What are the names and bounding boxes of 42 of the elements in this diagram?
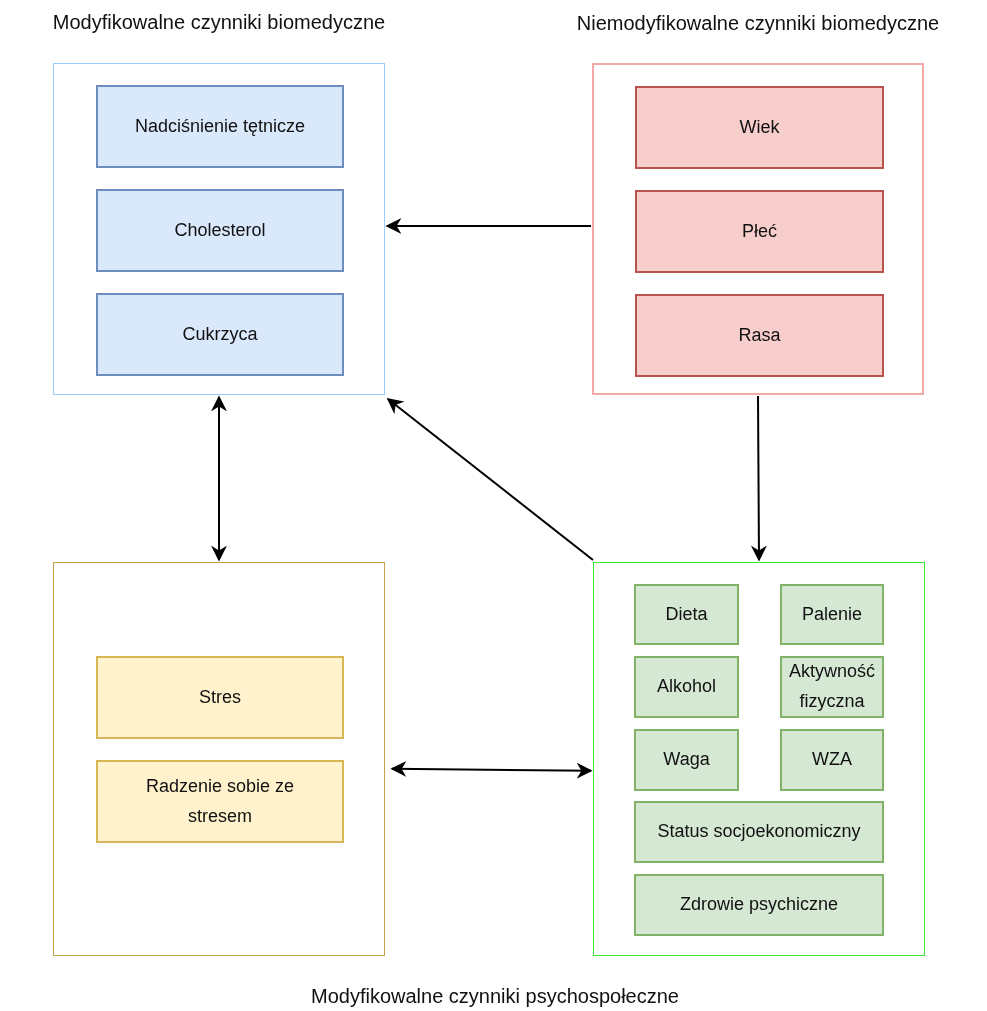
group-heading: Modyfikowalne czynniki biomedyczne: [52, 10, 386, 35]
factor-box: [96, 189, 344, 272]
factor-label: Rasa: [738, 323, 781, 347]
arrow: [750, 395, 767, 562]
factor-label: WZA: [812, 748, 852, 772]
factor-box: [635, 86, 884, 169]
factor-label: Dieta: [665, 602, 708, 626]
factor-label: Waga: [663, 748, 710, 772]
arrow: [385, 218, 592, 234]
factor-label: Wiek: [739, 115, 780, 139]
factor-box: [634, 729, 739, 791]
factor-label: Status socjoekonomiczny: [657, 820, 861, 844]
factor-box: [635, 294, 884, 377]
factor-label: Alkohol: [656, 675, 716, 699]
factor-box: [634, 584, 739, 645]
factor-box: [96, 656, 344, 739]
factor-label: Cholesterol: [174, 218, 266, 242]
factor-label: Cukrzyca: [182, 322, 258, 346]
factor-box: [634, 874, 884, 936]
factor-box: [780, 584, 884, 645]
factor-box: [96, 85, 344, 168]
factor-label: Nadciśnienie tętnicze: [134, 114, 306, 138]
factor-label: Płeć: [742, 219, 777, 243]
group-box: [53, 562, 385, 956]
factor-box: [96, 760, 344, 843]
arrow: [390, 761, 593, 779]
factor-label: Stres: [199, 685, 241, 709]
factor-label: Palenie: [801, 602, 862, 626]
arrow: [386, 398, 594, 561]
factor-label: Zdrowie psychiczne: [679, 893, 839, 917]
group-heading: Modyfikowalne czynniki psychospołeczne: [311, 985, 679, 1008]
factor-box: [96, 293, 344, 376]
factor-label: Aktywność fizyczna: [788, 660, 876, 713]
factor-box: [780, 729, 884, 791]
factor-box: [634, 656, 739, 718]
factor-box: [780, 656, 884, 718]
factor-box: [634, 801, 884, 863]
group-heading: Niemodyfikowalne czynniki biomedyczne: [576, 11, 940, 36]
group-box: [593, 562, 925, 956]
arrow: [211, 395, 227, 562]
factor-label: Radzenie sobie ze stresem: [144, 774, 296, 828]
factor-box: [635, 190, 884, 273]
